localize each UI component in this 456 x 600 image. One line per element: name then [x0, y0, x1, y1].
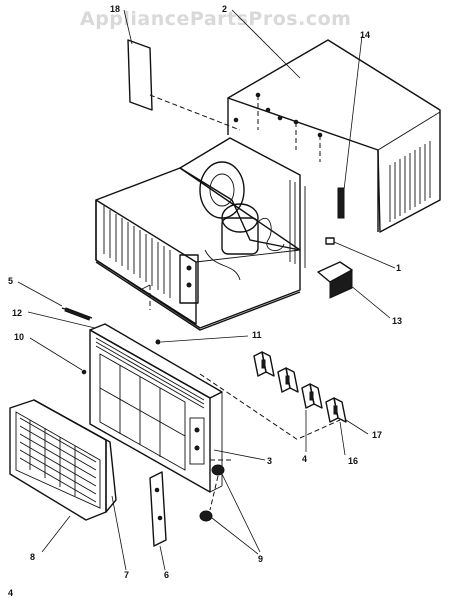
callout-11: 11 [252, 330, 262, 340]
callout-3: 3 [267, 456, 272, 466]
part-6-strip [149, 471, 167, 571]
page-number: 4 [8, 588, 13, 598]
callout-6: 6 [164, 570, 169, 580]
callout-13: 13 [392, 316, 402, 326]
part-2-cabinet [227, 39, 441, 233]
part-4-clips [253, 351, 369, 456]
leader-12 [27, 311, 96, 329]
callout-2: 2 [222, 4, 227, 14]
part-7-filter [33, 399, 127, 571]
part-5-rod [17, 281, 93, 321]
connector-frame-knobs [199, 373, 299, 441]
part-8-grille [9, 399, 107, 553]
part-9-knobs [199, 464, 261, 555]
part-11-screw [155, 335, 249, 345]
callout-18: 18 [110, 4, 120, 14]
callout-8: 8 [30, 552, 35, 562]
part-18-panel [127, 39, 241, 131]
callout-10: 10 [14, 332, 24, 342]
part-10-screw [29, 337, 87, 375]
callout-4: 4 [302, 454, 307, 464]
callout-12: 12 [12, 308, 22, 318]
callout-labels: 2 18 14 1 13 5 12 11 10 3 4 16 17 8 7 6 … [8, 4, 402, 598]
part-13-support [317, 261, 391, 319]
callout-5: 5 [8, 276, 13, 286]
part-14-bracket [337, 35, 363, 219]
callout-9: 9 [258, 554, 263, 564]
callout-14: 14 [360, 30, 370, 40]
part-3-front-frame [89, 323, 266, 493]
callout-7: 7 [124, 570, 129, 580]
watermark-text: AppliancePartsPros.com [80, 8, 352, 30]
chassis-assembly [95, 137, 306, 331]
callout-1: 1 [396, 263, 401, 273]
callout-16: 16 [348, 456, 358, 466]
part-1-clip [325, 237, 396, 269]
callout-17: 17 [372, 430, 382, 440]
